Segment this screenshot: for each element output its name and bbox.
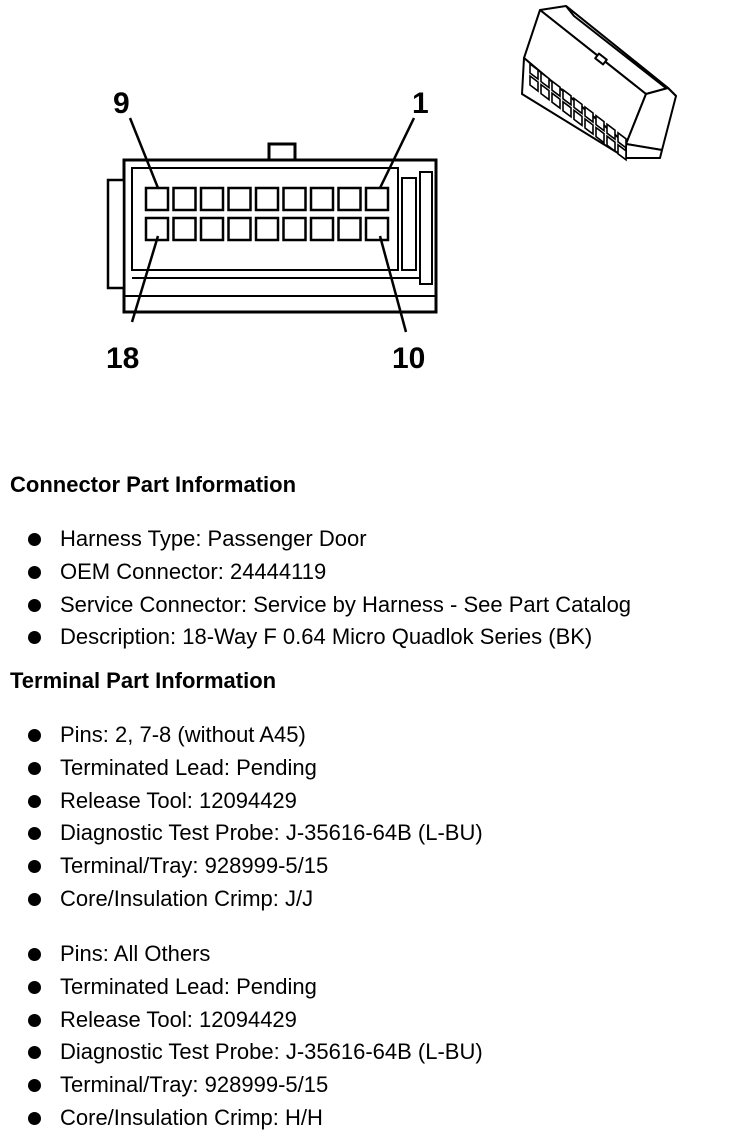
list-item: Pins: All Others <box>26 941 483 974</box>
bullet-icon <box>28 631 41 645</box>
bullet-icon <box>28 1046 41 1060</box>
list-item: OEM Connector: 24444119 <box>26 559 631 592</box>
bullet-icon <box>28 1013 41 1027</box>
leader-line-pin-9 <box>128 117 160 189</box>
terminal-cavity <box>254 186 280 212</box>
terminal-cavity <box>172 216 197 242</box>
iso-cavity <box>529 74 539 93</box>
connector-diagram: 9 1 18 10 <box>106 5 677 375</box>
connector-info-list: Harness Type: Passenger Door OEM Connect… <box>26 526 631 657</box>
terminal-cavity <box>199 216 225 242</box>
terminal-cavity <box>282 216 307 242</box>
terminal-info-list-1: Pins: 2, 7-8 (without A45) Terminated Le… <box>26 722 483 919</box>
list-item: Diagnostic Test Probe: J-35616-64B (L-BU… <box>26 1039 483 1072</box>
list-item: Terminal/Tray: 928999-5/15 <box>26 853 483 886</box>
iso-cavity <box>540 82 550 102</box>
iso-cavity <box>606 122 616 141</box>
list-item: Terminated Lead: Pending <box>26 755 483 788</box>
list-item: Service Connector: Service by Harness - … <box>26 592 631 625</box>
bullet-icon <box>28 761 41 775</box>
bullet-icon <box>28 948 41 961</box>
iso-cavity <box>540 70 550 90</box>
bullet-icon <box>28 598 41 612</box>
list-item: Pins: 2, 7-8 (without A45) <box>26 722 483 755</box>
iso-cavity <box>595 125 605 145</box>
iso-cavity <box>551 91 561 110</box>
list-item: Core/Insulation Crimp: J/J <box>26 886 483 919</box>
terminal-cavity <box>199 186 225 212</box>
iso-cavity <box>573 96 583 116</box>
terminal-cavity <box>364 216 390 242</box>
pin-label-10: 10 <box>392 342 425 375</box>
iso-cavity <box>606 134 616 153</box>
bullet-icon <box>28 729 41 742</box>
iso-cavity <box>562 88 572 107</box>
list-item: Description: 18-Way F 0.64 Micro Quadlok… <box>26 624 631 657</box>
bullet-icon <box>28 1111 41 1125</box>
terminal-cavity <box>337 216 362 242</box>
terminal-cavity <box>282 186 307 212</box>
pin-label-1: 1 <box>412 87 429 120</box>
iso-cavity <box>584 105 594 124</box>
list-item: Terminated Lead: Pending <box>26 974 483 1007</box>
list-item: Diagnostic Test Probe: J-35616-64B (L-BU… <box>26 820 483 853</box>
connector-part-info-heading: Connector Part Information <box>10 472 297 497</box>
list-item: Harness Type: Passenger Door <box>26 526 631 559</box>
bullet-icon <box>28 565 41 579</box>
iso-cavity <box>551 79 561 98</box>
terminal-cavity <box>144 186 170 212</box>
bullet-icon <box>28 980 41 994</box>
terminal-cavity <box>227 186 252 212</box>
list-item: Release Tool: 12094429 <box>26 1007 483 1040</box>
bullet-icon <box>28 533 41 546</box>
leader-line-pin-1 <box>378 117 416 189</box>
pin-label-18: 18 <box>106 342 139 375</box>
pin-label-9: 9 <box>113 87 130 120</box>
bullet-icon <box>28 794 41 808</box>
list-item: Release Tool: 12094429 <box>26 788 483 821</box>
terminal-cavity <box>309 216 335 242</box>
terminal-part-info-heading: Terminal Part Information <box>10 668 277 693</box>
connector-isometric-cavities <box>529 62 627 162</box>
terminal-cavity <box>309 186 335 212</box>
terminal-cavity <box>227 216 252 242</box>
terminal-cavity <box>172 186 197 212</box>
bullet-icon <box>28 1079 41 1093</box>
iso-cavity <box>595 113 605 133</box>
list-item: Terminal/Tray: 928999-5/15 <box>26 1072 483 1105</box>
iso-cavity <box>617 131 627 150</box>
pin-leader-lines <box>128 117 416 333</box>
terminal-cavities <box>144 186 390 242</box>
iso-cavity <box>562 100 572 119</box>
bullet-icon <box>28 892 41 906</box>
terminal-info-list-2: Pins: All Others Terminated Lead: Pendin… <box>26 941 483 1138</box>
terminal-cavity <box>254 216 280 242</box>
iso-cavity <box>584 117 594 136</box>
iso-cavity <box>617 143 627 162</box>
terminal-cavity <box>364 186 390 212</box>
iso-cavity <box>529 62 539 81</box>
leader-line-pin-18 <box>130 235 160 323</box>
iso-cavity <box>573 108 583 128</box>
bullet-icon <box>28 827 41 841</box>
list-item: Core/Insulation Crimp: H/H <box>26 1105 483 1138</box>
terminal-cavity <box>337 186 362 212</box>
bullet-icon <box>28 860 41 874</box>
leader-line-pin-10 <box>378 235 408 333</box>
